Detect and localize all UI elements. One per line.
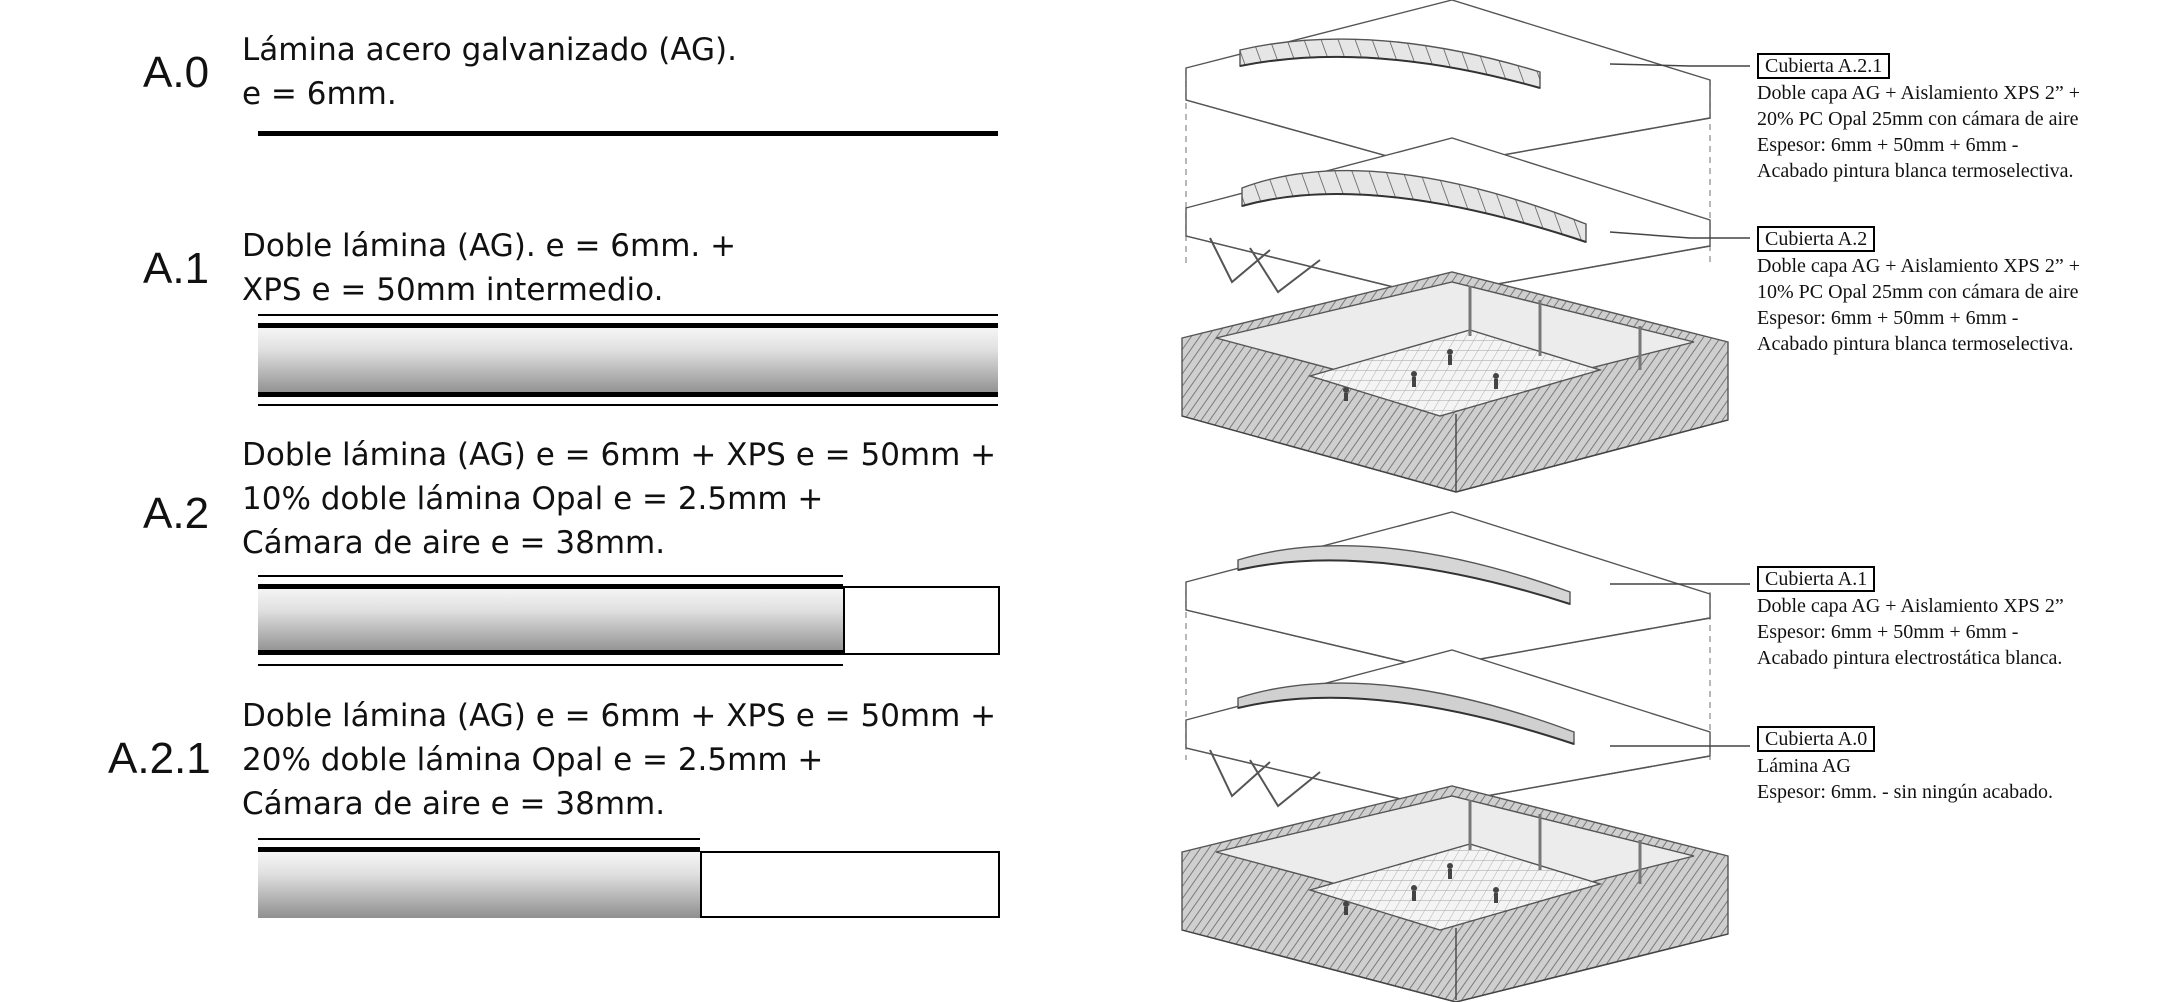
steel-sheet-top [258, 323, 998, 328]
callout-leaders [1609, 63, 1750, 747]
layer-description: Doble lámina (AG) e = 6mm + XPS e = 50mm… [242, 694, 996, 826]
callout-a2: Cubierta A.2 Doble capa AG + Aislamiento… [1757, 226, 2080, 357]
steel-sheet-layer [258, 131, 998, 136]
interior-columns [1468, 800, 1642, 884]
bottom-roof-group [1181, 511, 1729, 1002]
callout-a0: Cubierta A.0 Lámina AG Espesor: 6mm. - s… [1757, 726, 2053, 805]
outer-line-top [258, 314, 998, 316]
callout-line: Doble capa AG + Aislamiento XPS 2” + [1757, 255, 2081, 277]
interior-columns [1468, 286, 1642, 370]
xps-insulation-layer [258, 850, 700, 918]
callout-line: 10% PC Opal 25mm con cámara de aire [1757, 281, 2079, 303]
description-line: e = 6mm. [242, 76, 397, 112]
description-line: 10% doble lámina Opal e = 2.5mm + [242, 481, 824, 517]
callout-line: Doble capa AG + Aislamiento XPS 2” [1757, 595, 2064, 617]
description-line: Doble lámina (AG) e = 6mm + XPS e = 50mm… [242, 437, 997, 473]
explode-guides [1185, 590, 1711, 760]
callout-line: Lámina AG [1757, 755, 1851, 777]
description-line: Cámara de aire e = 38mm. [242, 786, 666, 822]
people-figures [1343, 349, 1499, 401]
opal-air-chamber [700, 851, 1000, 918]
callout-title: Cubierta A.0 [1757, 726, 1876, 752]
callout-title: Cubierta A.1 [1757, 566, 1876, 592]
description-line: Doble lámina (AG) e = 6mm + XPS e = 50mm… [242, 698, 997, 734]
layer-description: Doble lámina (AG). e = 6mm. + XPS e = 50… [242, 224, 736, 312]
people-figures [1343, 863, 1499, 915]
interior-floor [1307, 843, 1603, 931]
steel-sheet-bottom [258, 392, 998, 397]
description-line: XPS e = 50mm intermedio. [242, 272, 664, 308]
callout-line: Acabado pintura blanca termoselectiva. [1757, 160, 2074, 182]
callout-line: Espesor: 6mm + 50mm + 6mm - [1757, 307, 2019, 329]
xps-insulation-layer [258, 326, 998, 394]
outer-line-bottom [258, 404, 998, 406]
callout-title: Cubierta A.2.1 [1757, 53, 1891, 79]
outer-line-top [258, 575, 843, 577]
layer-code: A.1 [143, 244, 210, 293]
callout-line: Acabado pintura electrostática blanca. [1757, 647, 2063, 669]
top-roof-group [1181, 0, 1729, 493]
callout-line: 20% PC Opal 25mm con cámara de aire [1757, 108, 2079, 130]
outer-line-bottom [258, 664, 843, 666]
roof-plate-a1 [1185, 511, 1711, 669]
layer-description: Doble lámina (AG) e = 6mm + XPS e = 50mm… [242, 433, 996, 565]
layer-code: A.2.1 [108, 734, 211, 783]
description-line: Cámara de aire e = 38mm. [242, 525, 666, 561]
outer-line-top [258, 838, 700, 840]
callout-line: Espesor: 6mm + 50mm + 6mm - [1757, 134, 2019, 156]
description-line: Doble lámina (AG). e = 6mm. + [242, 228, 737, 264]
layer-description: Lámina acero galvanizado (AG). e = 6mm. [242, 28, 737, 116]
xps-insulation-layer [258, 587, 843, 653]
callout-title: Cubierta A.2 [1757, 226, 1876, 252]
callout-a21: Cubierta A.2.1 Doble capa AG + Aislamien… [1757, 53, 2080, 184]
layer-code: A.2 [143, 489, 210, 538]
callout-line: Doble capa AG + Aislamiento XPS 2” + [1757, 82, 2081, 104]
steel-sheet-bottom [258, 650, 843, 655]
callout-line: Espesor: 6mm + 50mm + 6mm - [1757, 621, 2019, 643]
opal-air-chamber [843, 586, 1000, 655]
layer-legend-panel: A.0 Lámina acero galvanizado (AG). e = 6… [0, 0, 1060, 1002]
description-line: Lámina acero galvanizado (AG). [242, 32, 737, 68]
isometric-roof-diagrams [1181, 0, 1750, 1002]
interior-floor [1307, 329, 1603, 417]
steel-sheet-top [258, 584, 843, 589]
steel-sheet-top [258, 847, 700, 852]
callout-a1: Cubierta A.1 Doble capa AG + Aislamiento… [1757, 566, 2064, 671]
callout-line: Acabado pintura blanca termoselectiva. [1757, 333, 2074, 355]
layer-code: A.0 [143, 48, 210, 97]
callout-line: Espesor: 6mm. - sin ningún acabado. [1757, 781, 2054, 803]
description-line: 20% doble lámina Opal e = 2.5mm + [242, 742, 824, 778]
